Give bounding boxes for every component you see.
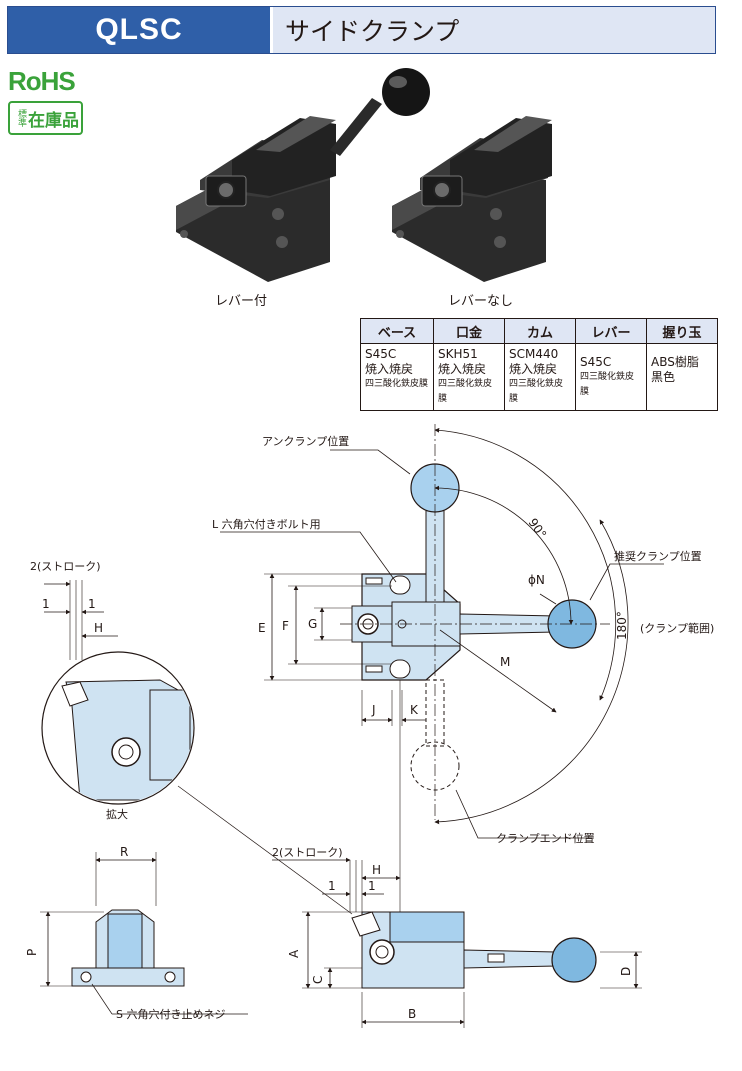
stock-badge: 標準 在庫品 [8,101,83,135]
label-h-top: H [94,621,103,635]
caption-with-lever: レバー付 [215,294,268,309]
label-angle-180: 180° [615,611,629,640]
label-c: C [311,976,325,984]
label-p: P [25,949,39,956]
top-view [220,424,664,839]
label-clamp-end: クランプエンド位置 [496,831,595,845]
label-enlarge: 拡大 [106,807,128,821]
label-one-b: 1 [88,597,96,611]
photo-without-lever [392,116,552,282]
label-d: D [619,967,633,976]
label-h-bottom: H [372,863,381,877]
label-stroke-bottom: 2(ストローク) [272,846,343,859]
col-lever: レバー [575,318,647,344]
col-base: ベース [360,318,434,344]
cell-knob: ABS樹脂黒色 [646,343,718,411]
label-unclamp: アンクランプ位置 [262,434,349,448]
label-k: K [410,703,419,717]
label-a: A [287,949,301,958]
label-stroke-top: 2(ストローク) [30,560,101,573]
col-knob: 握り玉 [646,318,718,344]
label-angle-90: 90° [526,516,550,541]
label-j: J [371,703,376,717]
caption-without-lever: レバーなし [448,294,514,309]
stock-badge-small: 標準 [16,109,26,127]
label-one-c: 1 [328,879,336,893]
product-code: QLSC [8,7,270,53]
label-clamp-range: (クランプ範囲) [640,621,714,635]
label-bolt: L 六角穴付きボルト用 [212,517,321,531]
label-b: B [408,1007,416,1021]
rohs-badge: RoHS [8,66,76,96]
side-view [272,680,642,1028]
product-title: サイドクランプ [270,7,715,53]
label-set-screw: S 六角穴付き止めネジ [116,1007,225,1021]
stock-badge-label: 在庫品 [28,110,79,131]
title-bar: QLSC サイドクランプ [7,6,716,54]
enlarged-detail [41,580,353,915]
label-m: M [500,655,510,669]
label-phi-n: ϕN [528,573,545,587]
label-recommended: 推奨クランプ位置 [614,549,702,563]
label-one-a: 1 [42,597,50,611]
label-e: E [258,621,266,635]
front-view [40,852,248,1015]
photo-with-lever [176,68,430,282]
label-f: F [282,619,289,633]
label-r: R [120,845,128,859]
label-one-d: 1 [368,879,376,893]
label-g: G [308,617,317,631]
